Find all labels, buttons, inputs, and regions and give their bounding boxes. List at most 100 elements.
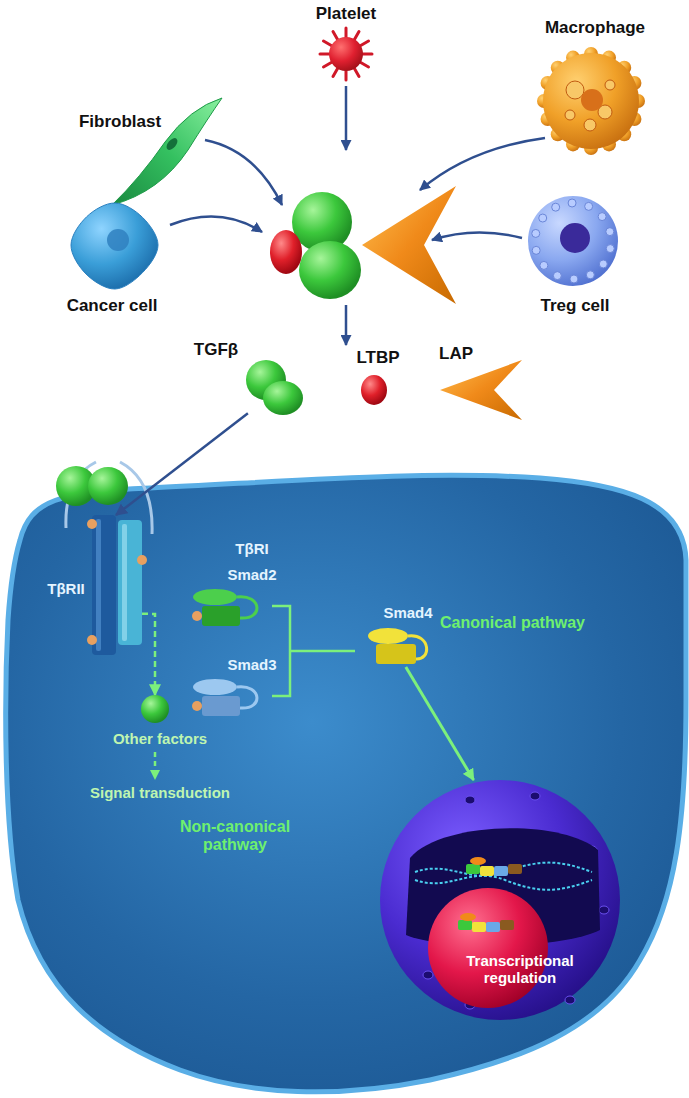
nucleus-sphere-outline (472, 922, 486, 932)
receptor-bar-outline (122, 524, 127, 641)
cell-figure-outline (69, 199, 161, 291)
cell-figure-outline (536, 46, 646, 156)
nucleus-sphere-outline (599, 906, 609, 914)
cell-figure-outline (598, 213, 606, 221)
latent-complex (270, 230, 302, 274)
receptor-bar-outline (87, 515, 116, 655)
protein-figure-outline (440, 360, 522, 420)
cell-figure-outline (539, 214, 547, 222)
cell-figure-outline (71, 203, 158, 289)
ligand-figure-outline (246, 360, 303, 415)
ligand-figure-outline (245, 360, 303, 416)
node-label: Transcriptional regulation (450, 952, 590, 987)
cell-figure-outline (320, 28, 372, 80)
node-label: TβRI (235, 540, 268, 557)
receptor-bar-outline (118, 520, 142, 645)
protein-figure: Smad3 (190, 678, 268, 718)
receptor-bar-outline (137, 555, 147, 565)
cell-figure-outline (584, 119, 596, 131)
pathway-arrow (406, 667, 474, 780)
cell-figure-outline (532, 229, 540, 237)
nucleus-sphere-outline (415, 876, 592, 890)
protein-figure-outline (365, 627, 433, 667)
cell-figure-outline (570, 275, 578, 283)
protein-figure-outline (202, 606, 240, 626)
cell-body (6, 475, 686, 1091)
smad-bracket (272, 606, 355, 696)
protein-figure-outline (192, 611, 202, 621)
cell-figure-outline (107, 229, 129, 251)
secretion-arrows (170, 86, 545, 345)
cell-figure: Treg cell (526, 194, 620, 288)
protein-figure: Smad4 (365, 627, 433, 667)
protein-figure-outline (376, 644, 416, 664)
nucleus-sphere-outline (466, 864, 480, 874)
cell-figure-outline (528, 196, 618, 286)
factor-circle: Other factors (141, 695, 169, 723)
nucleus-sphere-outline (423, 971, 433, 979)
protein-figure-outline (361, 375, 387, 405)
protein-figure-outline (440, 360, 522, 420)
pathway-label: Signal transduction (90, 784, 230, 801)
nucleus-sphere-outline (508, 864, 522, 874)
nucleus-sphere-outline (500, 920, 514, 930)
nucleus-sphere-outline (486, 922, 500, 932)
cell-figure-outline (532, 246, 540, 254)
node-label: Smad2 (227, 566, 276, 583)
cell-figure-outline (605, 80, 615, 90)
nucleus-sphere: Transcriptional regulation (380, 780, 620, 1020)
receptor-bar: TβRI (118, 520, 142, 645)
secretion-arrows (420, 138, 545, 190)
cell-figure-outline (543, 53, 639, 149)
receptor-bar-outline (92, 515, 116, 655)
pathway-arrow (116, 413, 248, 515)
cell-figure-outline (581, 89, 603, 111)
factor-circle-outline (141, 695, 169, 723)
protein-figure-outline (192, 679, 257, 716)
nucleus-sphere-outline (470, 857, 486, 865)
latent-complex (270, 186, 456, 304)
pathway-label: Non-canonical pathway (160, 818, 310, 855)
pathway-arrow (142, 614, 155, 695)
nucleus-sphere-outline (380, 780, 620, 1020)
factor-circle-outline (141, 695, 169, 723)
receptor-bar: TβRII (92, 515, 116, 655)
cell-figure-outline (568, 199, 576, 207)
protein-figure-outline (368, 628, 408, 644)
protein-figure-outline (192, 701, 202, 711)
receptor-ligand (88, 467, 128, 505)
node-label: Cancer cell (67, 296, 158, 316)
nucleus-sphere-outline (415, 863, 592, 876)
cell-figure-outline (526, 194, 620, 288)
cell-figure-outline (164, 136, 179, 152)
nucleus-sphere-outline (480, 866, 494, 876)
cell-figure-outline (586, 271, 594, 279)
receptor-bar-outline (118, 520, 142, 645)
protein-figure-outline (440, 360, 522, 420)
protein-figure-outline (193, 589, 237, 605)
nucleus-sphere-outline (530, 792, 540, 800)
cell-figure-outline (528, 196, 618, 286)
nucleus-sphere-outline (458, 920, 472, 930)
protein-figure: Smad2 (190, 588, 268, 628)
smad-bracket (272, 606, 355, 696)
secretion-arrows (170, 216, 262, 232)
nucleus-sphere-outline (494, 866, 508, 876)
nucleus-sphere-outline (380, 780, 620, 1020)
protein-figure-outline (368, 628, 427, 664)
secretion-arrows (205, 140, 282, 205)
protein-figure-outline (190, 678, 268, 718)
protein-figure-outline (192, 589, 257, 626)
node-label: LAP (439, 344, 473, 364)
cell-figure-outline (540, 261, 548, 269)
protein-figure-outline (360, 374, 388, 406)
protein-figure-outline (361, 375, 387, 405)
cell-figure-outline (606, 245, 614, 253)
cell-figure: Platelet (318, 27, 374, 81)
secretion-arrows (345, 305, 348, 345)
cell-figure-outline (318, 27, 374, 81)
cell-figure-outline (552, 203, 560, 211)
cell-figure-outline (566, 81, 584, 99)
